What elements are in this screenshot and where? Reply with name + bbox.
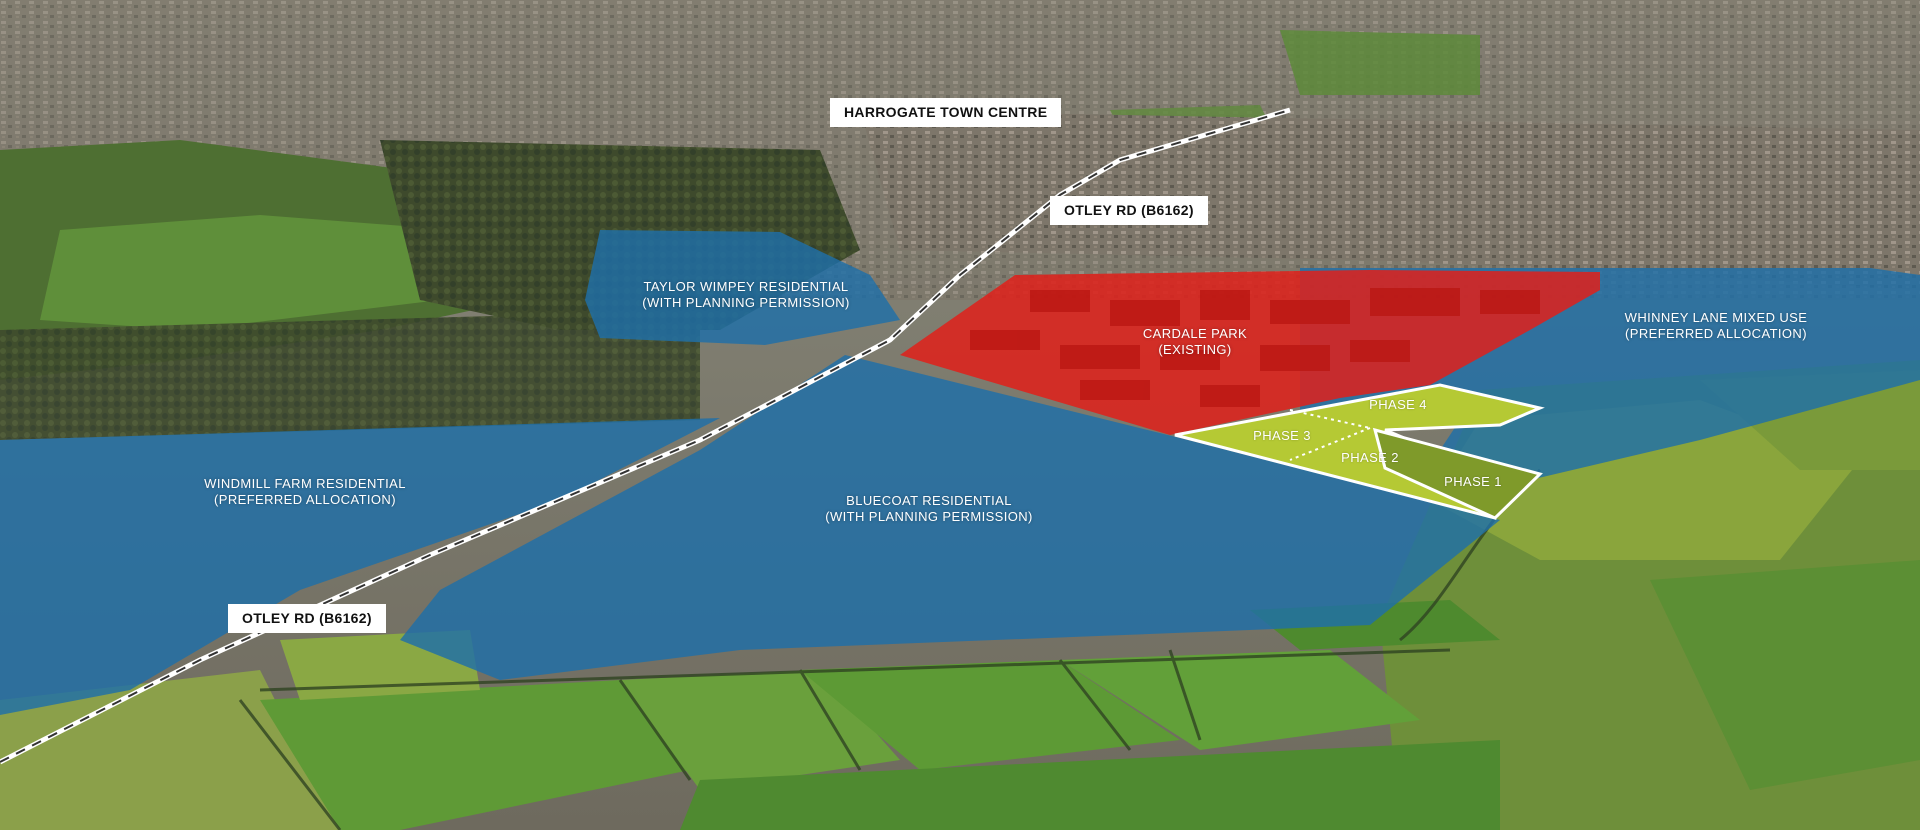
phase-areas — [1174, 383, 1545, 520]
cardale-park-label-line1: CARDALE PARK — [1142, 326, 1248, 341]
cardale-park-buildings — [970, 288, 1540, 407]
field — [0, 670, 340, 830]
field — [680, 740, 1500, 830]
field — [800, 660, 1180, 770]
field — [1060, 650, 1420, 750]
field — [40, 215, 520, 330]
taylor-wimpey-label-line1: TAYLOR WIMPEY RESIDENTIAL — [643, 279, 849, 294]
taylor-wimpey-label-line2: (WITH PLANNING PERMISSION) — [642, 295, 850, 310]
taylor-wimpey-area — [585, 230, 900, 345]
woodland — [0, 310, 700, 440]
cardale-park-label: CARDALE PARK (EXISTING) — [1143, 326, 1247, 358]
phase-4-label: PHASE 4 — [1369, 397, 1427, 412]
whinney-lane-label: WHINNEY LANE MIXED USE (PREFERRED ALLOCA… — [1625, 310, 1808, 342]
windmill-farm-label-line2: (PREFERRED ALLOCATION) — [214, 492, 396, 507]
windmill-farm-label-line1: WINDMILL FARM RESIDENTIAL — [204, 476, 406, 491]
whinney-lane-label-line2: (PREFERRED ALLOCATION) — [1625, 326, 1807, 341]
field — [1650, 560, 1920, 790]
phase-1-label: PHASE 1 — [1444, 474, 1502, 489]
harrogate-town-centre-label: HARROGATE TOWN CENTRE — [830, 98, 1062, 127]
field — [1280, 30, 1480, 95]
phase-2-label: PHASE 2 — [1341, 450, 1399, 465]
cardale-park-label-line2: (EXISTING) — [1158, 342, 1232, 357]
windmill-farm-label: WINDMILL FARM RESIDENTIAL (PREFERRED ALL… — [204, 476, 406, 508]
phase-3-label: PHASE 3 — [1253, 428, 1311, 443]
field — [620, 670, 900, 790]
bluecoat-area — [400, 355, 1500, 680]
whinney-lane-label-line1: WHINNEY LANE MIXED USE — [1624, 310, 1808, 325]
otley-road-lower-label: OTLEY RD (B6162) — [228, 604, 386, 633]
windmill-farm-area — [0, 418, 720, 715]
bluecoat-label: BLUECOAT RESIDENTIAL (WITH PLANNING PERM… — [825, 493, 1033, 525]
suburb — [860, 110, 1920, 290]
bluecoat-label-line2: (WITH PLANNING PERMISSION) — [825, 509, 1033, 524]
phase-1-area — [1372, 427, 1543, 520]
field — [260, 680, 690, 830]
taylor-wimpey-label: TAYLOR WIMPEY RESIDENTIAL (WITH PLANNING… — [642, 279, 850, 311]
otley-road-upper-label: OTLEY RD (B6162) — [1050, 196, 1208, 225]
bluecoat-label-line1: BLUECOAT RESIDENTIAL — [846, 493, 1012, 508]
phase-dividers — [1289, 409, 1371, 461]
